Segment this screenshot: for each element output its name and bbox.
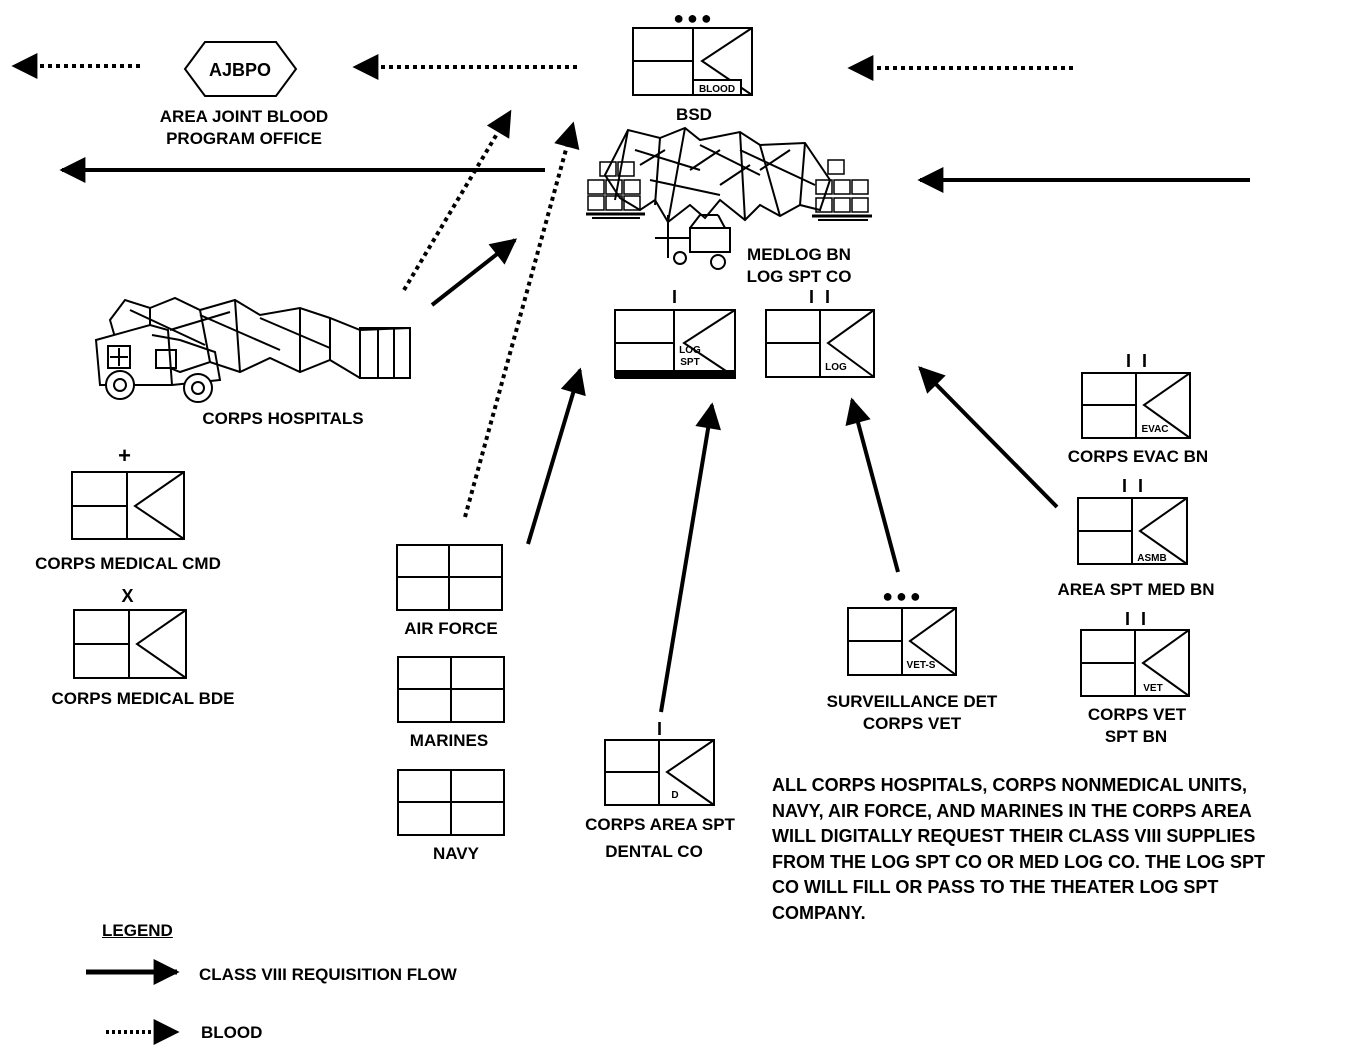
blood-arrow-services-to-bsd [463, 121, 580, 518]
note-line: CO WILL FILL OR PASS TO THE THEATER LOG … [772, 877, 1219, 897]
note-line: FROM THE LOG SPT CO OR MED LOG CO. THE L… [772, 851, 1266, 872]
corps-medical-cmd-echelon: + [118, 443, 134, 468]
note-line: ALL CORPS HOSPITALS, CORPS NONMEDICAL UN… [772, 775, 1248, 795]
ajbpo-label-1: AREA JOINT BLOOD [159, 107, 329, 126]
legend-dotted-label: BLOOD [201, 1023, 263, 1042]
corps-vet-spt-bn-label-1: CORPS VET [1087, 705, 1187, 724]
corps-vet-spt-bn-label-2: SPT BN [1104, 727, 1168, 746]
note-line: WILL DIGITALLY REQUEST THEIR CLASS VIII … [772, 826, 1256, 846]
navy-symbol [397, 769, 505, 836]
corps-medical-bde-symbol [73, 609, 187, 679]
corps-vet-spt-bn-tag: VET [1143, 683, 1162, 694]
req-arrow-vet-s-to-logbn [845, 397, 900, 573]
corps-medical-cmd-label: CORPS MEDICAL CMD [35, 554, 221, 573]
corps-evac-bn-echelon: I I [1125, 351, 1151, 371]
surveillance-det-label-2: CORPS VET [862, 714, 962, 733]
corps-hospitals-label: CORPS HOSPITALS [202, 409, 364, 428]
blood-flow-arrows [11, 53, 1073, 518]
corps-medical-bde-echelon: X [121, 586, 137, 606]
area-spt-med-bn-tag: ASMB [1137, 553, 1166, 564]
bsd-unit-symbol [632, 27, 753, 96]
area-spt-med-bn-symbol [1077, 497, 1188, 565]
log-bn-echelon: I I [808, 287, 834, 307]
navy-label: NAVY [433, 844, 479, 863]
log-bn-tag: LOG [825, 362, 847, 373]
requisition-note: ALL CORPS HOSPITALS, CORPS NONMEDICAL UN… [772, 773, 1364, 926]
bsd-label: BSD [676, 105, 712, 124]
dental-co-echelon: I [656, 719, 666, 739]
log-spt-co-tag-1: LOG [679, 345, 701, 356]
log-spt-co-echelon: I [671, 287, 681, 307]
log-spt-co-tag-2: SPT [680, 357, 699, 368]
req-arrow-asmb-to-logbn [918, 366, 1059, 509]
dental-co-symbol [604, 739, 715, 806]
dental-co-label-2: DENTAL CO [605, 842, 703, 861]
ajbpo-label-2: PROGRAM OFFICE [166, 129, 322, 148]
air-force-symbol [396, 544, 503, 611]
ajbpo-hexagon [183, 41, 298, 97]
blood-arrow-hospitals-to-bsd [402, 109, 512, 292]
note-line: NAVY, AIR FORCE, AND MARINES IN THE CORP… [772, 800, 1252, 821]
req-arrow-hospitals-to-medlog [430, 238, 518, 307]
req-arrow-services-to-logspt [526, 367, 586, 545]
area-spt-med-bn-echelon: I I [1121, 476, 1147, 496]
air-force-label: AIR FORCE [404, 619, 498, 638]
legend-solid-label: CLASS VIII REQUISITION FLOW [199, 965, 457, 984]
surveillance-det-symbol [847, 607, 957, 676]
forklift-icon [655, 214, 731, 270]
corps-evac-bn-label: CORPS EVAC BN [1067, 447, 1209, 466]
corps-vet-spt-bn-symbol [1080, 629, 1190, 697]
medlog-label-2: LOG SPT CO [746, 267, 852, 286]
legend-title: LEGEND [102, 921, 173, 940]
note-line: COMPANY. [772, 902, 866, 923]
medlog-tent-illustration [586, 126, 872, 270]
corps-evac-bn-symbol [1081, 372, 1191, 439]
corps-medical-bde-label: CORPS MEDICAL BDE [51, 689, 235, 708]
log-spt-co-symbol [614, 309, 736, 378]
bsd-echelon: ●●● [673, 8, 715, 28]
corps-evac-bn-tag: EVAC [1141, 424, 1168, 435]
dental-co-label-1: CORPS AREA SPT [585, 815, 735, 834]
log-bn-symbol [765, 309, 875, 378]
requisition-flow-arrows [59, 157, 1250, 713]
ajbpo-abbr: AJBPO [209, 60, 271, 80]
corps-hospital-illustration [94, 296, 411, 403]
bsd-tag: BLOOD [699, 84, 735, 95]
surveillance-det-tag: VET-S [907, 660, 936, 671]
surveillance-det-echelon: ●●● [882, 586, 924, 606]
marines-label: MARINES [409, 731, 489, 750]
marines-symbol [397, 656, 505, 723]
corps-medical-cmd-symbol [71, 471, 185, 540]
area-spt-med-bn-label: AREA SPT MED BN [1057, 580, 1215, 599]
corps-vet-spt-bn-echelon: I I [1124, 609, 1150, 629]
medlog-label-1: MEDLOG BN [747, 245, 851, 264]
log-spt-co-base-bar [615, 370, 736, 379]
dental-co-tag: D [671, 790, 678, 801]
surveillance-det-label-1: SURVEILLANCE DET [826, 692, 998, 711]
req-arrow-dental-to-logspt [659, 402, 721, 713]
